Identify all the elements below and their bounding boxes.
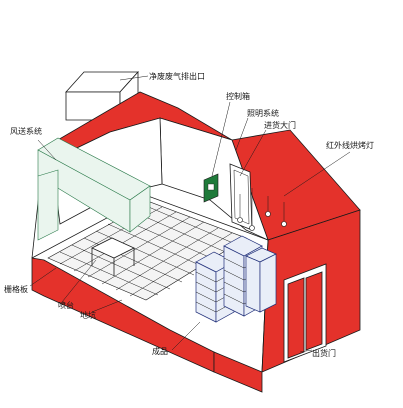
label-exhaust-outlet: 净废废气排出口 bbox=[149, 71, 205, 81]
product-racks bbox=[195, 235, 277, 323]
leader-lines bbox=[29, 75, 351, 353]
rack-3 bbox=[245, 247, 277, 313]
air-supply-duct bbox=[37, 137, 151, 241]
control-box bbox=[203, 173, 219, 203]
label-grille-plate: 栅格板 bbox=[4, 284, 28, 294]
label-entry-door: 进货大门 bbox=[264, 120, 296, 130]
label-finished-goods: 成品 bbox=[152, 346, 168, 356]
label-exit-door: 出货门 bbox=[312, 348, 336, 358]
label-lighting-system: 照明系统 bbox=[247, 108, 279, 118]
infrared-lamps bbox=[237, 188, 287, 231]
label-air-supply-system: 风送系统 bbox=[10, 126, 42, 136]
exit-door bbox=[283, 263, 327, 363]
label-pit: 地坑 bbox=[80, 310, 96, 320]
label-control-box: 控制箱 bbox=[226, 91, 250, 101]
label-spray-table: 喷台 bbox=[58, 300, 74, 310]
spray-table bbox=[91, 237, 135, 276]
label-infrared-lamp: 红外线烘烤灯 bbox=[326, 140, 374, 150]
callout-labels: 净废废气排出口 控制箱 照明系统 进货大门 风送系统 红外线烘烤灯 栅格板 喷台… bbox=[4, 71, 374, 358]
